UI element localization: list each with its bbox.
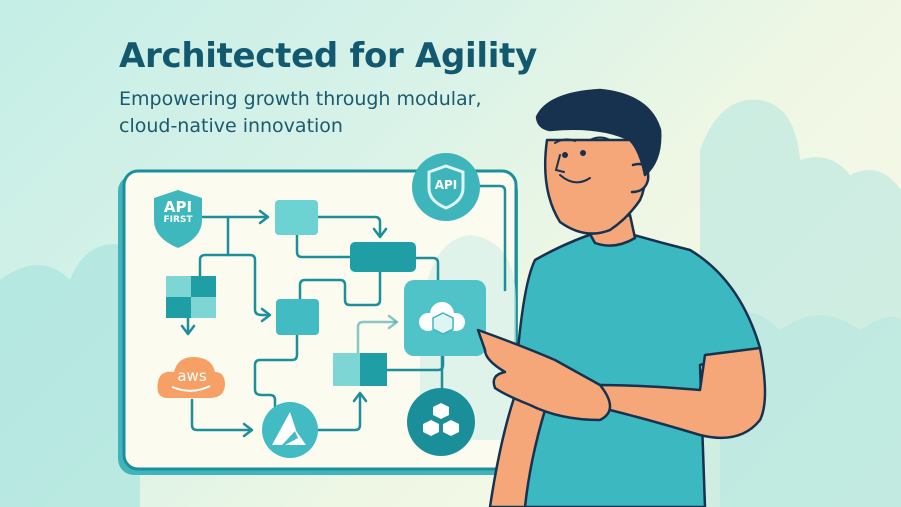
subtitle-line-1: Empowering growth through modular, [119, 88, 482, 110]
module-dark-wide [350, 242, 416, 272]
module-split [333, 353, 387, 386]
module-top [275, 200, 318, 235]
api-first-label: API FIRST [154, 199, 202, 226]
pointing-hand [476, 328, 612, 422]
aws-label: aws [177, 367, 207, 385]
api-first-text: API [163, 198, 193, 216]
api-first-shield-icon [154, 190, 202, 248]
page-subtitle: Empowering growth through modular, cloud… [119, 86, 482, 140]
api-shield-circle-icon [412, 153, 480, 221]
api-shield-label: API [434, 178, 458, 192]
subtitle-line-2: cloud-native innovation [119, 115, 343, 137]
blocks-icon [407, 388, 475, 456]
first-text: FIRST [163, 215, 193, 225]
module-grid-icon [166, 276, 216, 318]
aws-cloud-icon [157, 356, 225, 398]
hair [535, 88, 662, 177]
module-middle [276, 299, 319, 335]
page-title: Architected for Agility [119, 36, 537, 76]
